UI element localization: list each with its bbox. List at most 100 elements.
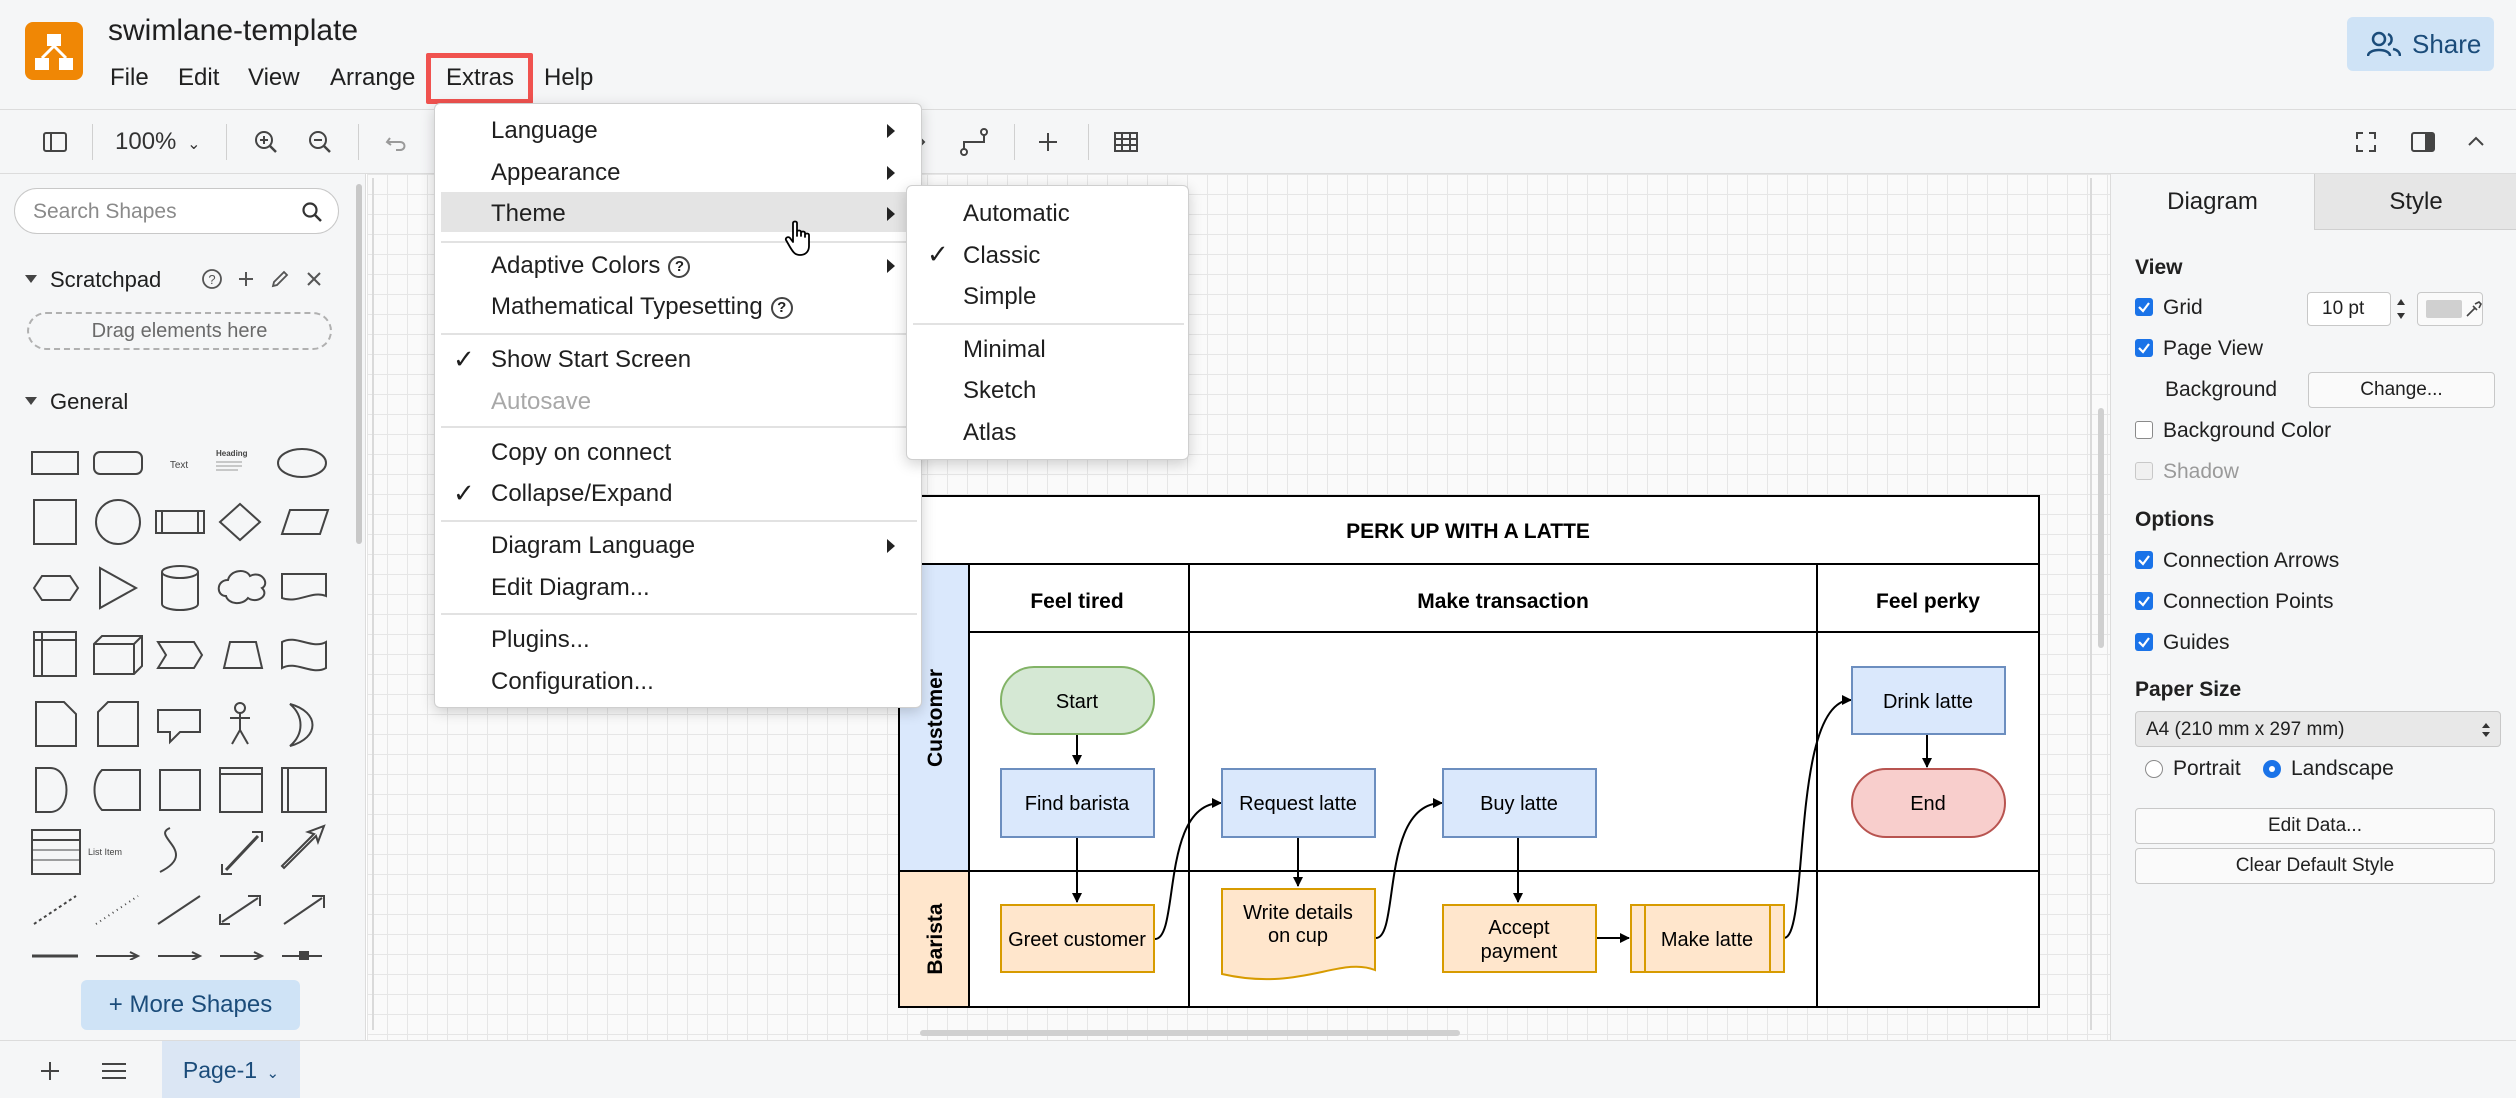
fullscreen-icon[interactable] xyxy=(2346,122,2386,162)
trapezoid-shape[interactable] xyxy=(222,641,264,669)
node-make-latte[interactable] xyxy=(1630,904,1785,973)
theme-automatic[interactable]: Automatic xyxy=(963,200,1070,227)
connection-points-checkbox[interactable] xyxy=(2135,592,2153,610)
change-background-button[interactable]: Change... xyxy=(2308,372,2495,408)
table-icon[interactable] xyxy=(1106,122,1146,162)
menu-help[interactable]: Help xyxy=(544,64,594,91)
node-write-details[interactable] xyxy=(1221,888,1376,981)
theme-minimal[interactable]: Minimal xyxy=(963,336,1046,363)
canvas-horizontal-scrollbar[interactable] xyxy=(920,1030,1460,1036)
clear-default-style-button[interactable]: Clear Default Style xyxy=(2135,848,2495,884)
dotted-line-shape[interactable] xyxy=(95,895,139,925)
menu-item-adaptive-colors[interactable]: Adaptive Colors? xyxy=(491,252,691,280)
help-icon[interactable]: ? xyxy=(200,267,224,291)
internal-storage-shape[interactable] xyxy=(33,631,77,677)
swimlane-shape[interactable] xyxy=(219,767,263,813)
node-find-barista[interactable] xyxy=(1000,768,1155,838)
line-shape[interactable] xyxy=(157,895,201,925)
menu-item-collapse-expand[interactable]: Collapse/Expand xyxy=(491,480,673,507)
close-icon[interactable] xyxy=(302,267,326,291)
zoom-in-icon[interactable] xyxy=(246,122,286,162)
tab-diagram[interactable]: Diagram xyxy=(2111,174,2314,230)
delay-shape[interactable] xyxy=(35,767,68,813)
zoom-select[interactable]: 100% ⌄ xyxy=(115,128,200,156)
menu-view[interactable]: View xyxy=(248,64,300,91)
menu-item-theme[interactable]: Theme xyxy=(491,200,566,227)
data-storage-shape[interactable] xyxy=(93,769,141,811)
guides-checkbox[interactable] xyxy=(2135,633,2153,651)
bidirectional-connector-shape[interactable] xyxy=(219,895,261,925)
page-tab[interactable]: Page-1 ⌄ xyxy=(162,1041,300,1098)
card-shape[interactable] xyxy=(97,701,139,747)
theme-sketch[interactable]: Sketch xyxy=(963,377,1037,404)
sidebar-scrollbar[interactable] xyxy=(356,184,362,544)
swimlane-diagram[interactable]: PERK UP WITH A LATTE Feel tired Make tra… xyxy=(880,488,2050,1022)
ellipse-shape[interactable] xyxy=(277,448,327,478)
rectangle-shape[interactable] xyxy=(31,451,79,475)
portrait-radio[interactable] xyxy=(2145,760,2163,778)
menu-item-plugins[interactable]: Plugins... xyxy=(491,626,590,653)
theme-classic[interactable]: Classic xyxy=(963,242,1041,269)
hexagon-shape[interactable] xyxy=(32,575,80,601)
menu-item-appearance[interactable]: Appearance xyxy=(491,159,621,186)
actor-shape[interactable] xyxy=(230,702,250,745)
node-accept-payment[interactable] xyxy=(1442,904,1597,973)
menu-file[interactable]: File xyxy=(110,64,149,91)
square-shape[interactable] xyxy=(33,499,77,545)
collapse-chevron-up-icon[interactable] xyxy=(2456,122,2496,162)
connection-arrows-checkbox[interactable] xyxy=(2135,551,2153,569)
page-view-checkbox[interactable] xyxy=(2135,339,2153,357)
edit-pencil-icon[interactable] xyxy=(268,267,292,291)
cube-shape[interactable] xyxy=(93,635,143,675)
bidirectional-arrow-shape[interactable] xyxy=(221,831,263,875)
search-shapes-input[interactable]: Search Shapes xyxy=(14,188,339,234)
menu-extras[interactable]: Extras xyxy=(446,64,515,91)
drawio-logo-icon[interactable] xyxy=(25,22,83,80)
menu-item-diagram-language[interactable]: Diagram Language xyxy=(491,532,696,559)
canvas-vertical-scrollbar[interactable] xyxy=(2098,408,2104,648)
menu-item-copy-on-connect[interactable]: Copy on connect xyxy=(491,439,672,466)
insert-plus-icon[interactable] xyxy=(1028,122,1068,162)
more-shapes-button[interactable]: + More Shapes xyxy=(81,980,300,1030)
heading-shape[interactable]: Heading xyxy=(216,449,248,471)
scratchpad-drop-area[interactable]: Drag elements here xyxy=(27,312,332,350)
grid-size-input[interactable]: 10 pt xyxy=(2307,292,2391,326)
vertical-swimlane-shape[interactable] xyxy=(281,767,327,813)
process-shape[interactable] xyxy=(155,510,205,534)
diamond-shape[interactable] xyxy=(218,502,262,542)
waypoints-icon[interactable] xyxy=(954,122,994,162)
format-panel-icon[interactable] xyxy=(2402,122,2442,162)
grid-size-stepper-icon[interactable] xyxy=(2394,292,2408,326)
menu-item-show-start-screen[interactable]: Show Start Screen xyxy=(491,346,692,373)
list-item-shape[interactable]: List Item xyxy=(88,847,122,857)
rounded-rectangle-shape[interactable] xyxy=(93,451,143,475)
dashed-line-shape[interactable] xyxy=(33,895,77,925)
cylinder-shape[interactable] xyxy=(161,565,199,611)
menu-item-mathematical-typesetting[interactable]: Mathematical Typesetting? xyxy=(491,293,793,321)
parallelogram-shape[interactable] xyxy=(280,509,330,535)
text-shape[interactable]: Text xyxy=(170,460,189,471)
document-shape[interactable] xyxy=(281,573,327,601)
node-start[interactable] xyxy=(1000,666,1155,735)
arrow-shape[interactable] xyxy=(280,824,326,870)
add-page-icon[interactable] xyxy=(38,1059,62,1083)
menu-arrange[interactable]: Arrange xyxy=(330,64,416,91)
tab-style[interactable]: Style xyxy=(2314,174,2516,230)
general-shapes-palette[interactable]: Text Heading xyxy=(20,420,340,960)
help-icon[interactable]: ? xyxy=(770,297,793,319)
triangle-shape[interactable] xyxy=(99,566,139,610)
menu-item-edit-diagram[interactable]: Edit Diagram... xyxy=(491,574,650,601)
note-shape[interactable] xyxy=(35,701,77,747)
diagram-connectors[interactable] xyxy=(1072,695,1932,943)
directional-connector-shape[interactable] xyxy=(283,895,325,925)
document-title[interactable]: swimlane-template xyxy=(108,14,359,47)
grid-checkbox[interactable] xyxy=(2135,298,2153,316)
paper-size-select[interactable]: A4 (210 mm x 297 mm) xyxy=(2135,711,2501,747)
pages-menu-icon[interactable] xyxy=(100,1059,128,1083)
background-color-checkbox[interactable] xyxy=(2135,421,2153,439)
callout-shape[interactable] xyxy=(157,709,201,745)
node-drink-latte[interactable] xyxy=(1851,666,2006,735)
share-button[interactable]: Share xyxy=(2347,17,2494,71)
add-icon[interactable] xyxy=(234,267,258,291)
or-shape[interactable] xyxy=(289,703,314,747)
